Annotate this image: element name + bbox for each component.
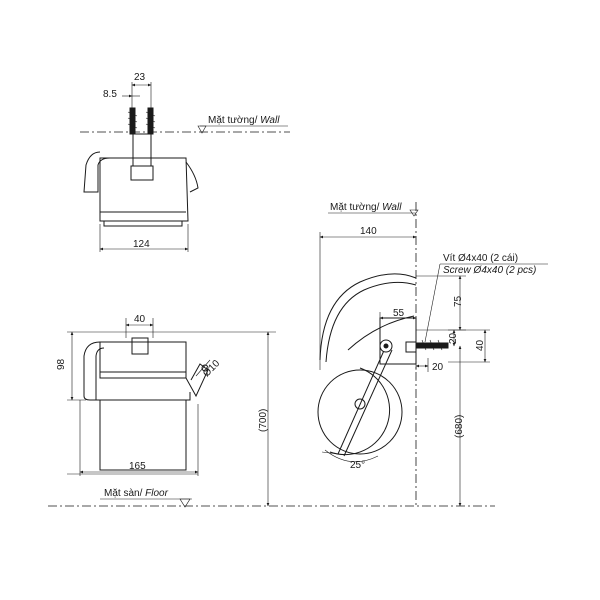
cover-open — [319, 273, 417, 361]
dim-98: 98 — [56, 358, 67, 370]
dim-20-vertical: 20 — [448, 332, 459, 344]
top-view: Mặt tường/ Wall 23 8.5 — [80, 72, 290, 252]
wall-triangle-top — [197, 125, 207, 134]
screw-label-en: Screw Ø4x40 (2 pcs) — [443, 265, 536, 276]
dim-680: (680) — [454, 415, 465, 438]
dim-20-horizontal: 20 — [432, 362, 444, 373]
dim-40-front: 40 — [134, 314, 146, 325]
paper-roll-front — [99, 399, 187, 471]
floor-triangle — [179, 498, 191, 508]
dim-124: 124 — [133, 239, 150, 250]
dim-8-5: 8.5 — [103, 89, 117, 100]
screws-top — [127, 107, 156, 135]
wall-triangle-side — [409, 209, 419, 217]
holder-plate-top — [132, 133, 152, 167]
front-view: 98 40 Ø10 165 (700) Mặt sàn/ Floor — [48, 314, 495, 508]
dim-55: 55 — [393, 308, 405, 319]
dim-140: 140 — [360, 226, 377, 237]
wall-label-top: Mặt tường/ Wall — [208, 115, 280, 126]
dim-700: (700) — [258, 409, 269, 432]
paper-roll-side — [317, 369, 403, 455]
dim-25-degree: 25° — [350, 460, 365, 471]
wall-plate-front — [131, 337, 149, 355]
floor-label: Mặt sàn/ Floor — [104, 488, 169, 499]
dim-75: 75 — [453, 295, 464, 307]
dim-40-side: 40 — [475, 339, 486, 351]
wall-label-side: Mặt tường/ Wall — [330, 202, 402, 213]
dim-165: 165 — [129, 461, 146, 472]
side-view: Mặt tường/ Wall 140 Vít Ø4x40 (2 cái) Sc… — [317, 202, 548, 507]
dim-23: 23 — [134, 72, 146, 83]
screw-label-vn: Vít Ø4x40 (2 cái) — [443, 253, 518, 264]
dim-d10: Ø10 — [201, 358, 222, 379]
